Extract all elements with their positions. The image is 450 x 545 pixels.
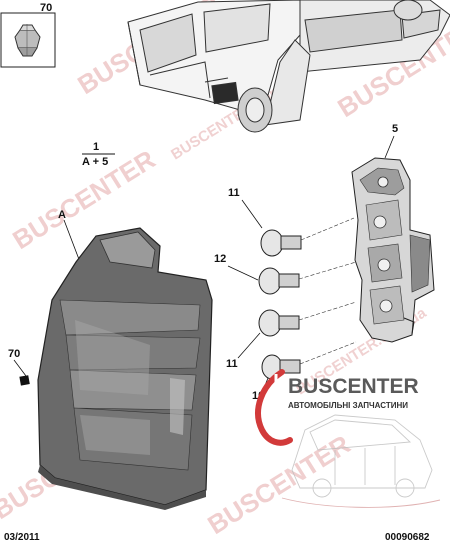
item-70-inset: 70 — [0, 2, 56, 68]
callout-12: 12 — [214, 253, 226, 265]
callout-70-top: 70 — [40, 2, 52, 14]
callout-11-bottom: 11 — [226, 358, 238, 370]
callout-1: 1 — [93, 141, 99, 153]
bulb-11-top — [260, 217, 355, 257]
callout-5: 5 — [392, 123, 398, 135]
footer-reference: 00090682 — [385, 532, 430, 543]
van-rear-illustration — [127, 0, 450, 133]
callout-1-formula: A + 5 — [82, 156, 108, 168]
callout-11-top: 11 — [228, 187, 240, 199]
callout-70-left: 70 — [8, 348, 20, 360]
fastener-icon — [19, 375, 30, 386]
clip-fastener-icon — [14, 24, 41, 57]
footer-date: 03/2011 — [4, 532, 40, 543]
bulb-11-bottom — [258, 301, 357, 337]
minibus-watermark-illustration — [281, 414, 441, 508]
callout-70-left-group: 70 — [8, 348, 30, 386]
callout-A: A — [58, 209, 66, 221]
bulb-12 — [258, 261, 357, 295]
tail-lamp-assembly: A — [37, 209, 213, 510]
logo-tagline: АВТОМОБІЛЬНІ ЗАПЧАСТИНИ — [288, 401, 408, 410]
bulbs-group: 11 12 11 10 — [214, 187, 357, 402]
logo-name: BUSCENTER — [288, 375, 419, 398]
callout-1-group: 1 A + 5 — [82, 141, 115, 168]
logo-swoosh-icon — [255, 369, 293, 446]
buscenter-logo: BUSCENTER АВТОМОБІЛЬНІ ЗАПЧАСТИНИ — [255, 369, 419, 446]
bulb-holder-assembly: 5 — [351, 123, 435, 343]
